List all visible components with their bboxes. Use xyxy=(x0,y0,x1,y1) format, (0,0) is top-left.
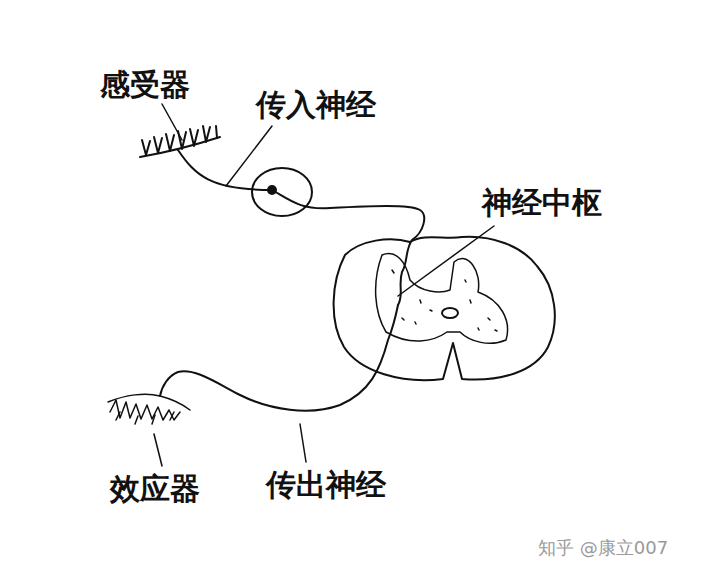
spinal-cord xyxy=(334,237,555,380)
part-label: 传出神经 xyxy=(266,468,386,501)
efferent-nerve xyxy=(160,305,398,411)
part-label: 感受器 xyxy=(100,68,190,101)
effector-symbol xyxy=(108,394,190,424)
afferent-nerve xyxy=(178,150,424,305)
part-label: 传入神经 xyxy=(256,88,376,121)
watermark: 知乎 @康立007 xyxy=(538,538,668,558)
leader-line xyxy=(154,104,494,466)
part-label: 效应器 xyxy=(110,472,200,505)
part-label: 神经中枢 xyxy=(482,186,602,219)
